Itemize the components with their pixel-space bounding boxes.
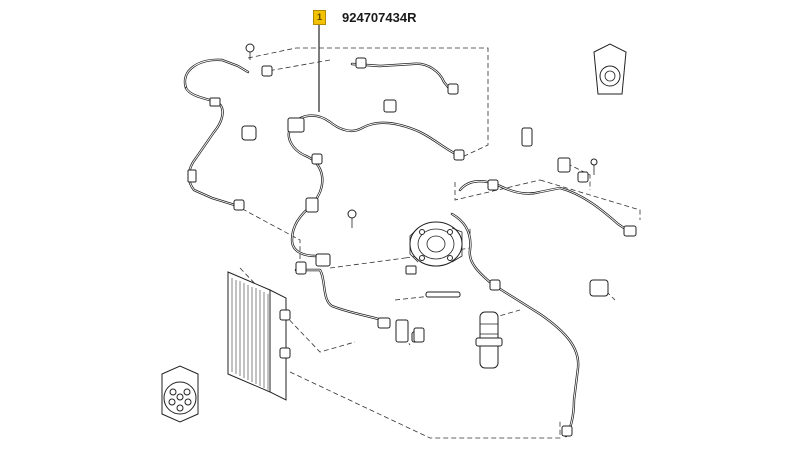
bolts	[241, 43, 609, 343]
pipe-fittings	[187, 65, 637, 437]
condenser	[227, 271, 291, 401]
pressure-switch	[395, 319, 425, 343]
part-callout: 1 924707434R	[313, 10, 416, 25]
callout-part-number: 924707434R	[342, 10, 417, 25]
ac-pipes	[183, 58, 632, 438]
refrigerant-warning-icon	[593, 43, 627, 95]
receiver-drier	[475, 311, 503, 369]
callout-index-badge: 1	[313, 10, 326, 25]
connector-pinout-icon	[161, 365, 199, 423]
ac-compressor	[409, 221, 463, 267]
